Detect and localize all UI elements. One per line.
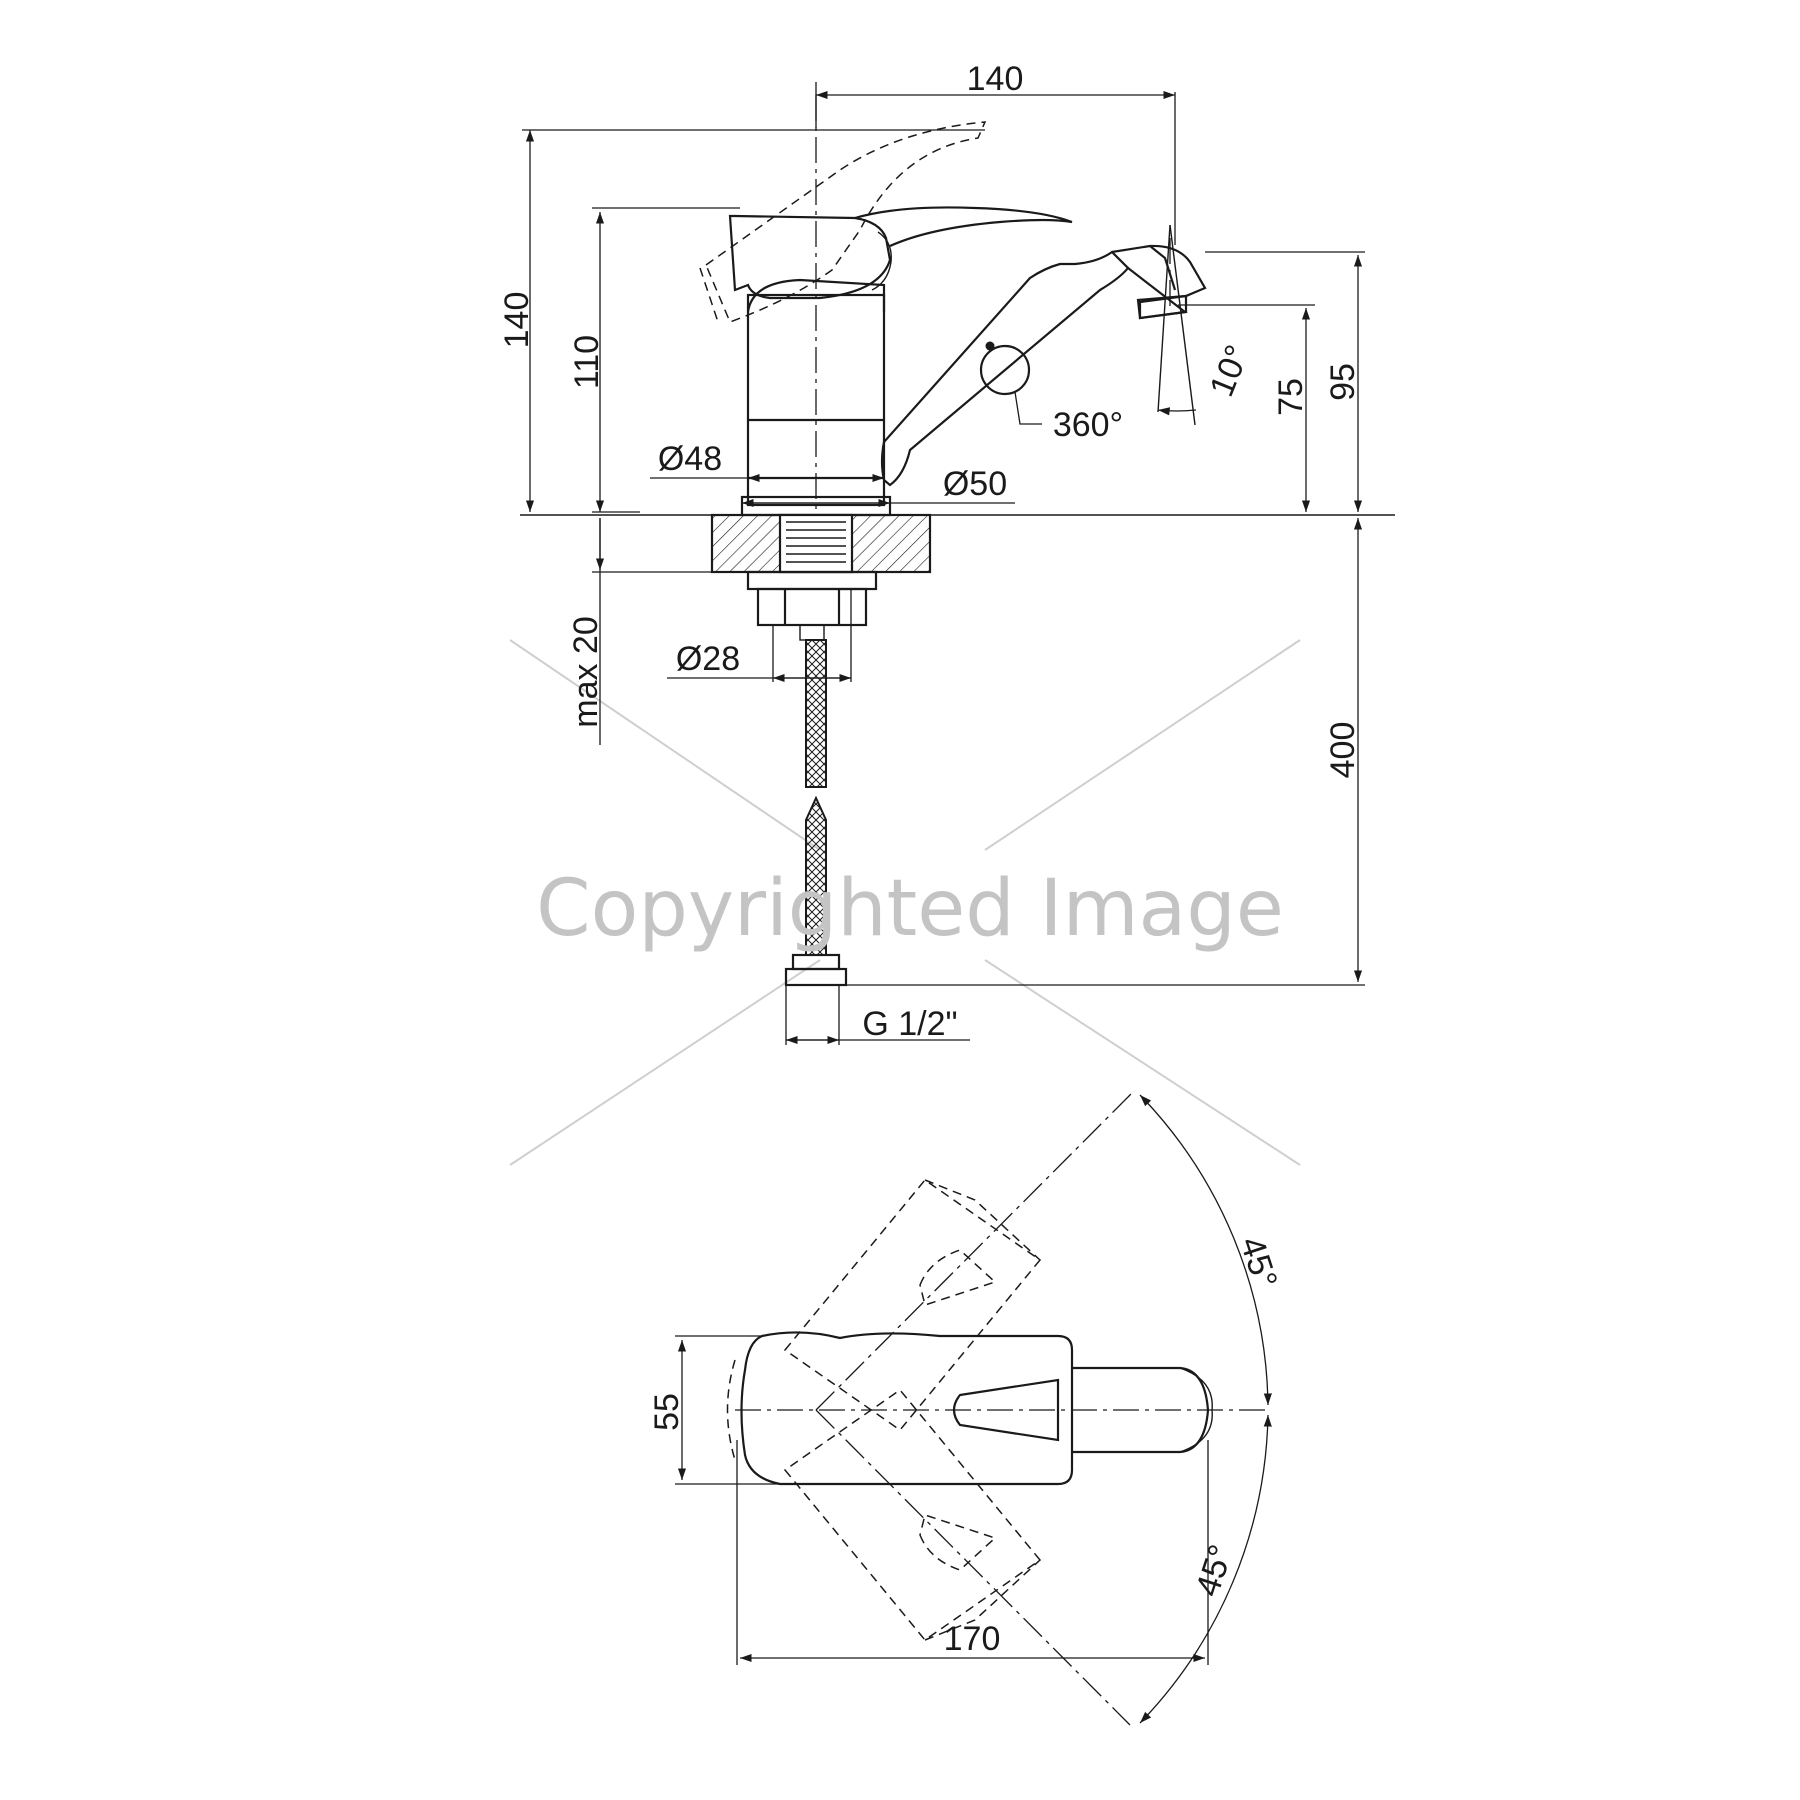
label-dia-body: Ø48	[658, 440, 722, 478]
angle-arc-lower	[1139, 1414, 1272, 1724]
hose-fitting-nut	[784, 967, 848, 987]
handle-plan	[740, 1331, 1074, 1486]
handle-rotated-lower-ghost	[783, 1388, 1042, 1642]
label-angle-lower: 45°	[1189, 1540, 1241, 1601]
spout	[880, 250, 1130, 487]
washer	[746, 570, 878, 591]
dimension-labels: 140 140 110 Ø48 Ø50 360° 10° 75 95 max 2…	[498, 60, 1362, 1658]
handle-lever	[728, 214, 892, 300]
label-height-total: 140	[498, 292, 536, 349]
label-plan-width: 55	[648, 1393, 686, 1431]
plan-view	[675, 1089, 1272, 1726]
label-spout-height: 75	[1272, 378, 1310, 416]
label-width-top: 140	[967, 60, 1024, 98]
watermark-text: Copyrighted Image	[536, 864, 1284, 954]
label-angle-upper: 45°	[1232, 1232, 1284, 1293]
side-elevation	[520, 82, 1395, 1045]
label-hose-length: 400	[1324, 722, 1362, 779]
label-height-body: 110	[568, 335, 606, 389]
label-spout-tilt: 10°	[1203, 340, 1257, 402]
label-outlet-height: 95	[1324, 363, 1362, 401]
angle-arc-upper	[1139, 1094, 1272, 1406]
label-rotation: 360°	[1053, 406, 1123, 444]
handle-raised-ghost	[705, 121, 987, 323]
hose-lower	[805, 795, 827, 956]
hose-upper	[805, 639, 827, 788]
label-max-deck: max 20	[567, 616, 605, 728]
label-plan-length: 170	[944, 1620, 1001, 1658]
handle-dome	[746, 278, 886, 313]
handle-slot	[952, 1378, 1060, 1442]
handle-rotated-upper-ghost	[783, 1178, 1042, 1432]
fixing-nut	[756, 587, 868, 627]
label-thread: G 1/2"	[862, 1005, 957, 1043]
label-dia-shank: Ø28	[676, 640, 740, 678]
swivel-joint	[979, 344, 1031, 396]
label-dia-base: Ø50	[943, 465, 1007, 503]
